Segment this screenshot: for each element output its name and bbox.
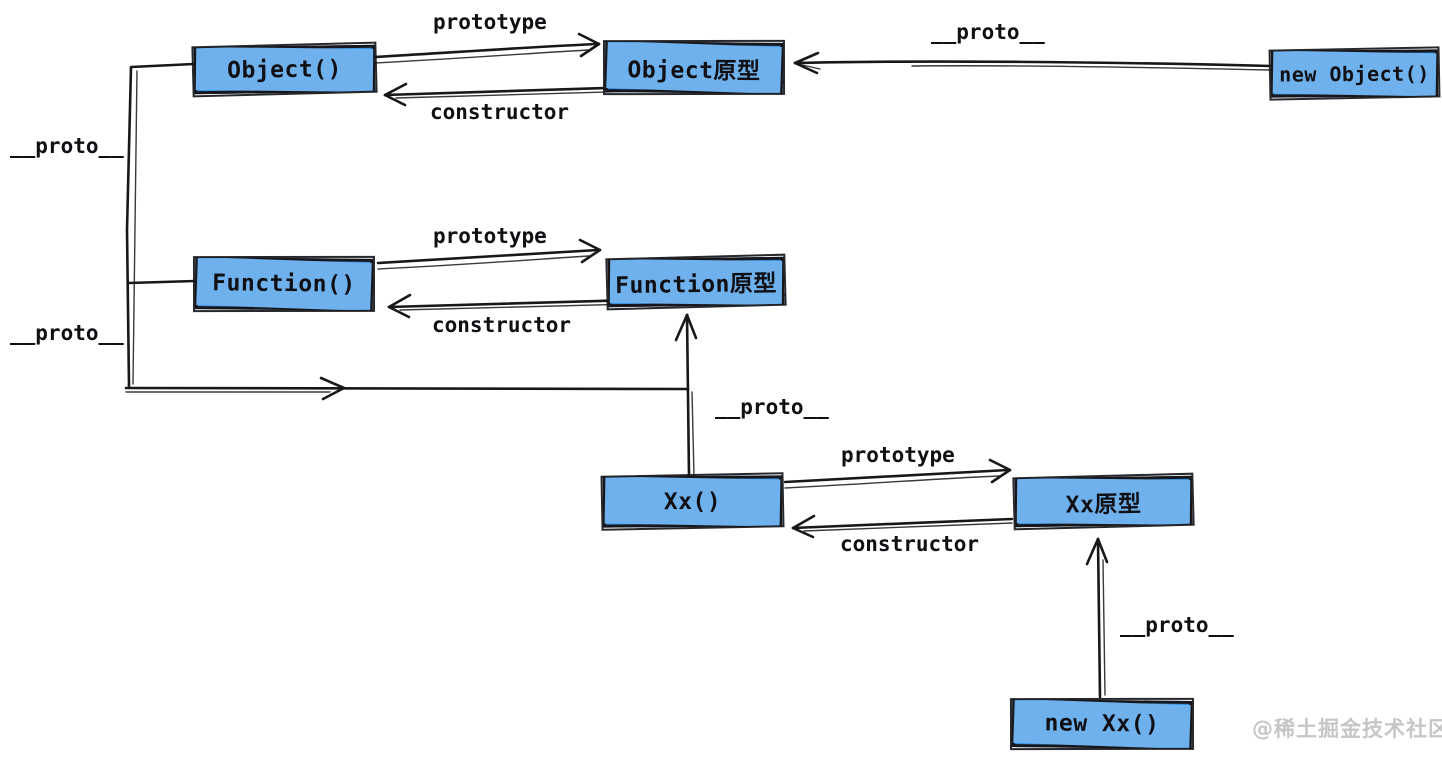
arrow-row2-prototype <box>376 238 602 270</box>
node-label: Function() <box>212 270 356 298</box>
arrow-row3-constructor <box>791 514 1014 539</box>
node-label: Xx原型 <box>1065 490 1142 519</box>
edge-label-prototype: prototype <box>433 224 547 248</box>
node-label: Function原型 <box>614 270 778 300</box>
node-label: new Object() <box>1279 60 1430 87</box>
edge-label-proto: __proto__ <box>1120 613 1234 637</box>
edge-label-proto: __proto__ <box>715 395 829 419</box>
arrow-row1-prototype <box>373 32 601 64</box>
edge-label-constructor: constructor <box>432 313 572 337</box>
node-label: Xx() <box>663 488 722 515</box>
edge-label-proto: __proto__ <box>931 20 1045 44</box>
arrow-new-object-proto <box>793 51 1273 75</box>
edge-label-prototype: prototype <box>433 10 547 34</box>
node-xx-constructor: Xx() <box>602 475 783 528</box>
node-xx-prototype: Xx原型 <box>1014 475 1193 528</box>
node-label: Object原型 <box>627 56 761 85</box>
node-label: Object() <box>226 55 343 84</box>
arrow-up-function-proto <box>674 313 698 478</box>
edge-label-constructor: constructor <box>430 100 570 124</box>
node-function-prototype: Function原型 <box>607 256 785 308</box>
line-left-proto-chain <box>124 62 690 401</box>
edge-label-proto: __proto__ <box>10 134 124 158</box>
arrow-row3-prototype <box>783 458 1012 489</box>
node-object-constructor: Object() <box>193 44 376 95</box>
edge-label-proto: __proto__ <box>10 321 124 345</box>
edge-label-prototype: prototype <box>841 443 955 467</box>
edge-label-constructor: constructor <box>840 532 980 556</box>
watermark: @稀土掘金技术社区 <box>1252 717 1442 741</box>
node-new-object-instance: new Object() <box>1270 49 1439 98</box>
node-new-xx-instance: new Xx() <box>1011 699 1193 749</box>
arrow-new-xx-proto <box>1085 537 1109 699</box>
node-object-prototype: Object原型 <box>604 41 784 94</box>
node-label: new Xx() <box>1044 710 1160 738</box>
node-function-constructor: Function() <box>194 257 374 311</box>
